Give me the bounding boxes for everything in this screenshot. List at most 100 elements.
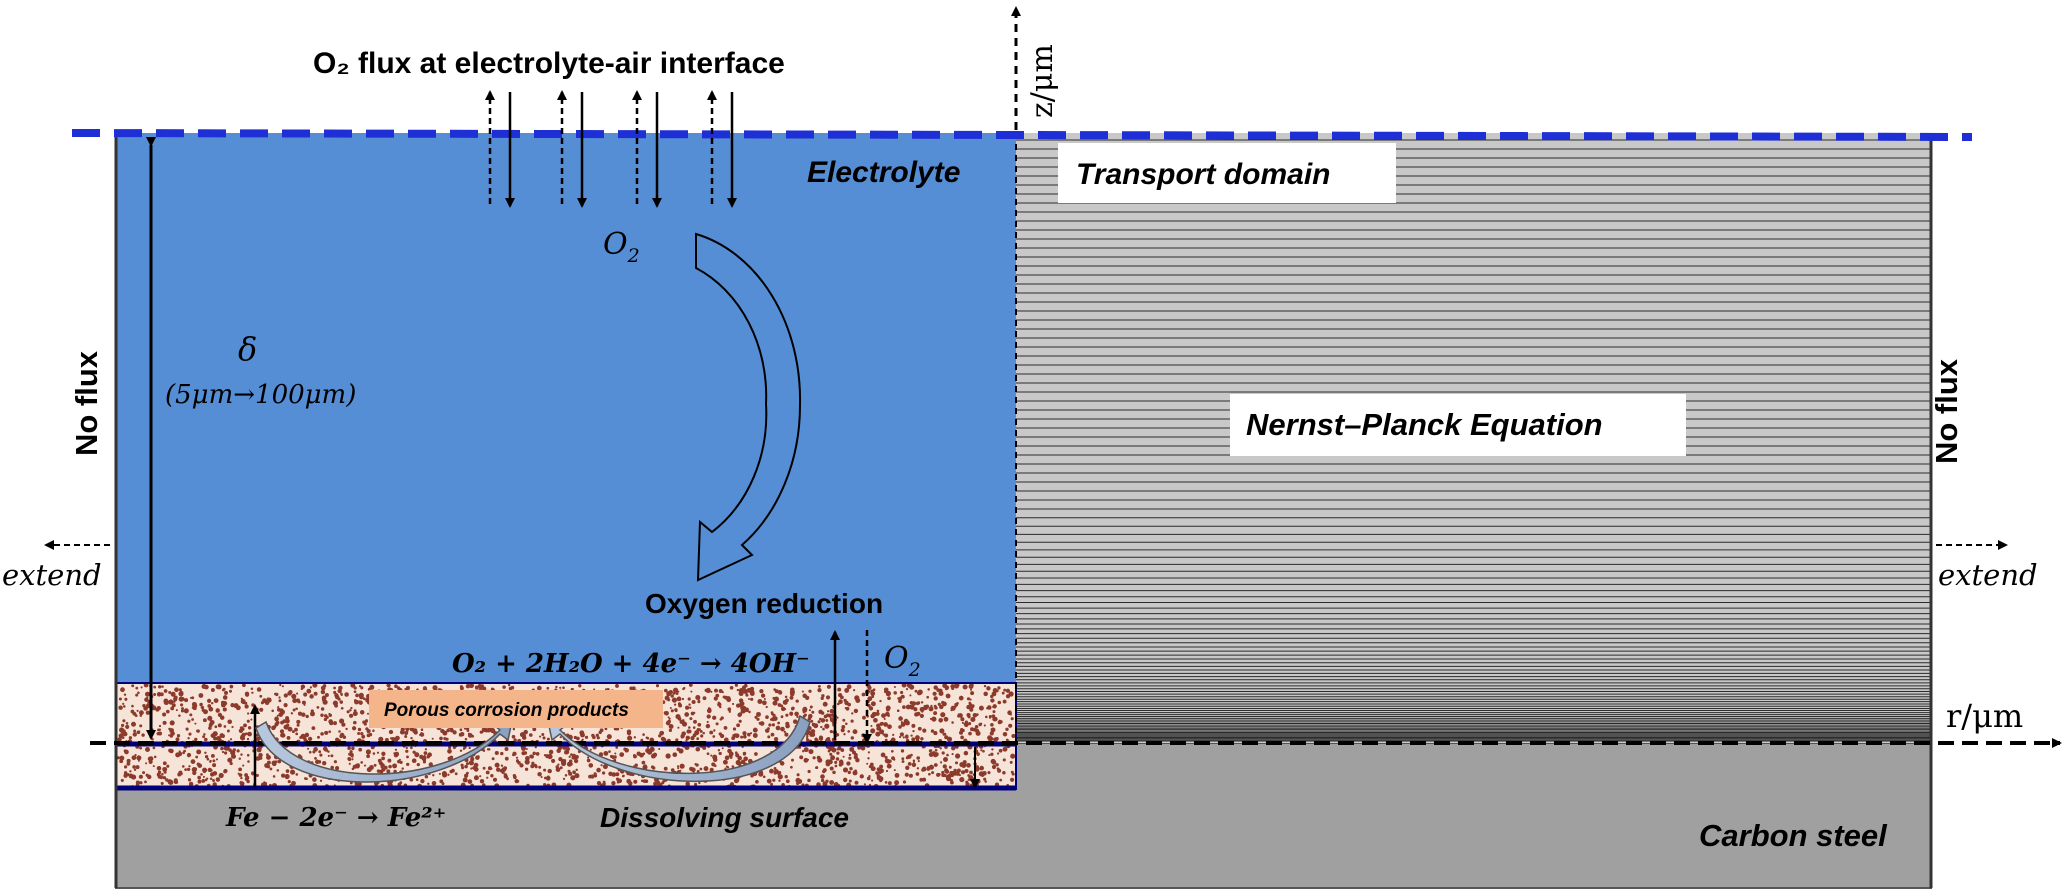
porous-dot: [721, 747, 724, 750]
porous-dot: [442, 772, 448, 778]
porous-dot: [209, 719, 215, 725]
porous-dot: [324, 748, 329, 752]
porous-dot: [665, 753, 671, 759]
porous-dot: [471, 734, 475, 738]
porous-dot: [219, 715, 225, 720]
porous-dot: [837, 746, 842, 751]
porous-dot: [909, 694, 912, 697]
porous-dot: [209, 760, 212, 763]
porous-dot: [790, 707, 795, 711]
porous-dot: [246, 737, 250, 741]
porous-dot: [829, 780, 835, 785]
porous-dot: [187, 737, 190, 740]
porous-dot: [928, 772, 931, 776]
porous-dot: [521, 746, 526, 751]
porous-dot: [740, 706, 743, 710]
porous-dot: [615, 777, 620, 781]
porous-dot: [503, 773, 508, 777]
porous-dot: [396, 686, 401, 690]
porous-dot: [755, 779, 759, 784]
porous-dot: [212, 771, 218, 776]
porous-dot: [529, 754, 534, 759]
porous-dot: [386, 769, 391, 774]
porous-dot: [466, 729, 470, 732]
porous-dot: [945, 693, 951, 699]
porous-dot: [369, 765, 374, 770]
porous-dot: [123, 693, 127, 696]
porous-dot: [178, 696, 184, 702]
porous-dot: [306, 688, 312, 694]
porous-dot: [664, 711, 669, 716]
porous-dot: [256, 687, 262, 692]
porous-dot: [739, 701, 745, 707]
porous-dot: [887, 724, 892, 730]
porous-dot: [870, 691, 876, 696]
porous-dot: [916, 767, 920, 770]
porous-dot: [212, 763, 217, 768]
porous-dot: [124, 749, 129, 755]
porous-dot: [177, 772, 182, 777]
porous-dot: [772, 696, 776, 700]
porous-dot: [911, 723, 916, 728]
porous-dot: [843, 733, 846, 736]
porous-dot: [807, 769, 811, 774]
porous-dot: [976, 752, 980, 756]
porous-dot: [194, 737, 198, 742]
porous-dot: [251, 691, 254, 694]
porous-dot: [848, 779, 852, 783]
porous-dot: [366, 712, 370, 715]
porous-dot: [470, 767, 473, 770]
porous-dot: [673, 703, 677, 706]
porous-dot: [473, 766, 479, 772]
porous-dot: [926, 767, 930, 771]
porous-dot: [847, 702, 851, 707]
porous-dot: [1001, 691, 1005, 695]
porous-dot: [246, 719, 250, 723]
porous-dot: [217, 723, 222, 728]
porous-dot: [846, 684, 852, 690]
porous-dot: [139, 724, 143, 728]
porous-dot: [409, 777, 414, 782]
porous-dot: [538, 765, 542, 769]
porous-dot: [939, 761, 943, 764]
porous-dot: [602, 764, 608, 770]
porous-dot: [546, 737, 550, 741]
porous-dot: [611, 781, 616, 786]
porous-dot: [897, 696, 902, 701]
porous-dot: [340, 706, 344, 710]
porous-dot: [854, 780, 859, 785]
porous-dot: [516, 779, 520, 783]
porous-dot: [169, 734, 174, 738]
porous-dot: [393, 752, 396, 755]
porous-dot: [321, 697, 326, 702]
porous-dot: [191, 706, 195, 709]
porous-dot: [845, 706, 850, 711]
transport-domain-label: Transport domain: [1076, 158, 1330, 191]
porous-dot: [955, 685, 959, 688]
porous-dot: [404, 735, 408, 738]
porous-dot: [754, 715, 758, 719]
porous-dot: [486, 728, 490, 732]
porous-dot: [519, 764, 523, 768]
porous-dot: [313, 746, 318, 752]
porous-dot: [845, 722, 848, 726]
porous-dot: [171, 703, 176, 708]
porous-dot: [346, 710, 350, 714]
porous-dot: [188, 732, 192, 736]
porous-dot: [673, 687, 679, 693]
porous-dot: [805, 737, 809, 740]
porous-dot: [852, 729, 858, 735]
porous-dot: [129, 770, 132, 773]
porous-dot: [990, 698, 995, 703]
porous-dot: [525, 747, 528, 751]
porous-dot: [266, 754, 271, 760]
porous-dot: [913, 707, 918, 712]
porous-dot: [818, 709, 823, 715]
porous-dot: [360, 761, 364, 764]
porous-dot: [276, 769, 280, 772]
porous-dot: [223, 725, 227, 728]
porous-dot: [962, 760, 967, 765]
porous-dot: [570, 753, 573, 756]
porous-dot: [868, 775, 871, 778]
porous-dot: [734, 733, 740, 739]
